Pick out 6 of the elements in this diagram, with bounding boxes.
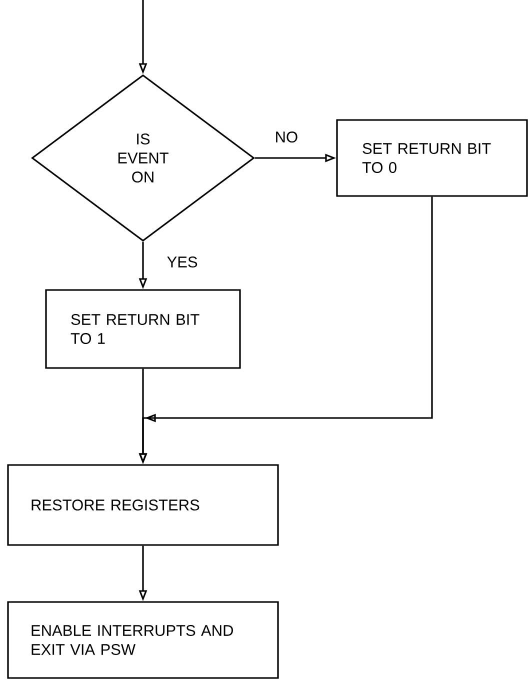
process-box: SET RETURN BIT TO 1 bbox=[45, 289, 241, 369]
process-box: SET RETURN BIT TO 0 bbox=[336, 119, 528, 197]
process-box: RESTORE REGISTERS bbox=[7, 464, 279, 546]
edge-label: NO bbox=[274, 130, 300, 144]
edge-label: YES bbox=[166, 256, 199, 268]
process-box: ENABLE INTERRUPTS AND EXIT VIA PSW bbox=[7, 601, 279, 679]
